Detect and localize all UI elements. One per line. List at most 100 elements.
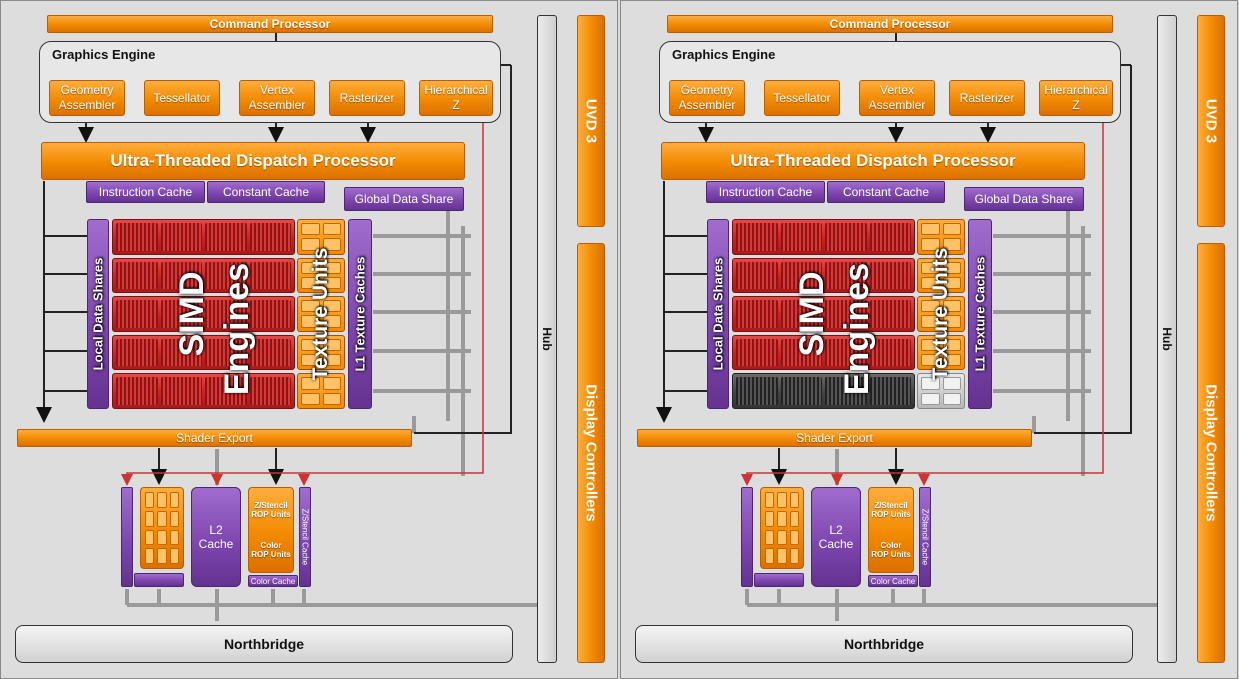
vertex-assembler: Vertex Assembler: [239, 80, 315, 116]
vertex-assembler-label: Vertex Assembler: [248, 83, 306, 112]
simd-cell: [736, 377, 778, 405]
texture-cell: [942, 300, 961, 313]
command-processor-label: Command Processor: [829, 17, 951, 31]
z-stencil-cache: Z/Stencil Cache: [299, 487, 311, 587]
rop-cell: [765, 510, 775, 527]
simd-cell: [825, 223, 867, 251]
texture-cell: [942, 354, 961, 367]
simd-label: SIMD: [793, 271, 831, 357]
rasterizer-label: Rasterizer: [339, 90, 395, 105]
simd-engine-row: [112, 257, 295, 294]
simd-cell: [869, 223, 911, 251]
rop-cell: [157, 548, 167, 564]
color-rop-line2: ROP Units: [871, 550, 911, 559]
simd-cell: [869, 300, 911, 328]
simd-cell: [116, 261, 158, 290]
z-stencil-rop-line1: Z/Stencil: [254, 501, 288, 510]
simd-engine-row: [112, 334, 295, 371]
texture-cell: [322, 238, 341, 251]
simd-cell: [116, 223, 158, 251]
texture-cell: [942, 238, 961, 251]
vertex-assembler: Vertex Assembler: [859, 80, 935, 116]
gpu-block-diagram-left: Command Processor Graphics Engine Geomet…: [0, 0, 618, 679]
simd-label: SIMD: [173, 271, 211, 357]
texture-unit-row: [297, 219, 345, 255]
rop-cell: [157, 510, 167, 527]
instruction-cache: Instruction Cache: [706, 181, 825, 203]
simd-cell: [736, 223, 778, 251]
l1-texture-caches-label: L1 Texture Caches: [972, 256, 988, 372]
simd-cell: [249, 223, 291, 251]
texture-unit-row: [297, 257, 345, 294]
engines-label: Engines: [838, 262, 876, 396]
z-stencil-cache-label: Z/Stencil Cache: [920, 508, 930, 566]
texture-cell: [322, 276, 341, 290]
simd-engines: SIMD Engines: [732, 219, 915, 409]
dispatch-label: Ultra-Threaded Dispatch Processor: [110, 151, 396, 170]
shader-export-label: Shader Export: [176, 431, 253, 445]
rasterizer: Rasterizer: [949, 80, 1025, 116]
display-controllers-label: Display Controllers: [1202, 384, 1220, 522]
hub-label: Hub: [540, 327, 554, 351]
texture-cell: [942, 392, 961, 405]
texture-cell: [921, 377, 940, 390]
texture-rows: [297, 219, 345, 409]
instruction-cache-label: Instruction Cache: [718, 185, 813, 199]
z-stencil-rop-line2: ROP Units: [871, 510, 911, 519]
texture-cell: [921, 223, 940, 236]
depth-rop-grid: [760, 487, 804, 569]
color-cache-label: Color Cache: [250, 576, 296, 586]
depth-rop-grid: [140, 487, 184, 569]
simd-cell: [736, 300, 778, 328]
display-controllers: Display Controllers: [1197, 243, 1225, 663]
northbridge: Northbridge: [15, 625, 513, 663]
rop-bottom-purple-bar: [134, 573, 184, 587]
simd-cell: [869, 338, 911, 367]
hierarchical-z: Hierarchical Z: [1039, 80, 1113, 116]
graphics-engine-title: Graphics Engine: [672, 47, 776, 62]
graphics-engine-title: Graphics Engine: [52, 47, 156, 62]
texture-units: Texture Units: [297, 219, 345, 409]
shader-export: Shader Export: [637, 429, 1032, 447]
tessellator-label: Tessellator: [153, 90, 211, 105]
rop-cell: [777, 492, 787, 508]
l2-cache-label-line2: Cache: [198, 537, 234, 551]
color-cache: Color Cache: [868, 575, 918, 587]
simd-cell: [780, 300, 822, 328]
texture-cell: [322, 392, 341, 405]
texture-cell: [921, 338, 940, 352]
constant-cache-label: Constant Cache: [842, 185, 930, 199]
simd-cell: [160, 377, 202, 405]
color-cache: Color Cache: [248, 575, 298, 587]
texture-cell: [921, 315, 940, 328]
vertex-assembler-label: Vertex Assembler: [868, 83, 926, 112]
texture-unit-row: [297, 296, 345, 332]
rop-cell: [169, 510, 179, 527]
simd-cell: [205, 261, 247, 290]
dispatch-label: Ultra-Threaded Dispatch Processor: [730, 151, 1016, 170]
simd-cell: [116, 377, 158, 405]
rop-units-block: Z/Stencil ROP Units Color ROP Units: [248, 487, 294, 573]
rop-cell: [765, 529, 775, 546]
color-rop-units: Color ROP Units: [871, 541, 910, 559]
simd-engines: SIMD Engines: [112, 219, 295, 409]
simd-rows: [112, 219, 295, 409]
local-data-shares: Local Data Shares: [707, 219, 729, 409]
texture-unit-row: [297, 373, 345, 409]
simd-cell: [116, 300, 158, 328]
simd-cell: [205, 338, 247, 367]
geometry-assembler-label: Geometry Assembler: [678, 83, 736, 112]
simd-cell: [160, 338, 202, 367]
global-data-share: Global Data Share: [344, 187, 464, 211]
rop-cell: [789, 548, 799, 564]
z-stencil-rop-line1: Z/Stencil: [874, 501, 908, 510]
texture-cell: [301, 276, 320, 290]
engines-label-wrap: Engines: [207, 259, 267, 399]
engines-label: Engines: [218, 262, 256, 396]
command-processor: Command Processor: [47, 15, 493, 33]
texture-cell: [921, 392, 940, 405]
constant-cache: Constant Cache: [827, 181, 945, 203]
simd-engine-row: [112, 219, 295, 255]
simd-cell: [780, 377, 822, 405]
rop-cell: [765, 548, 775, 564]
